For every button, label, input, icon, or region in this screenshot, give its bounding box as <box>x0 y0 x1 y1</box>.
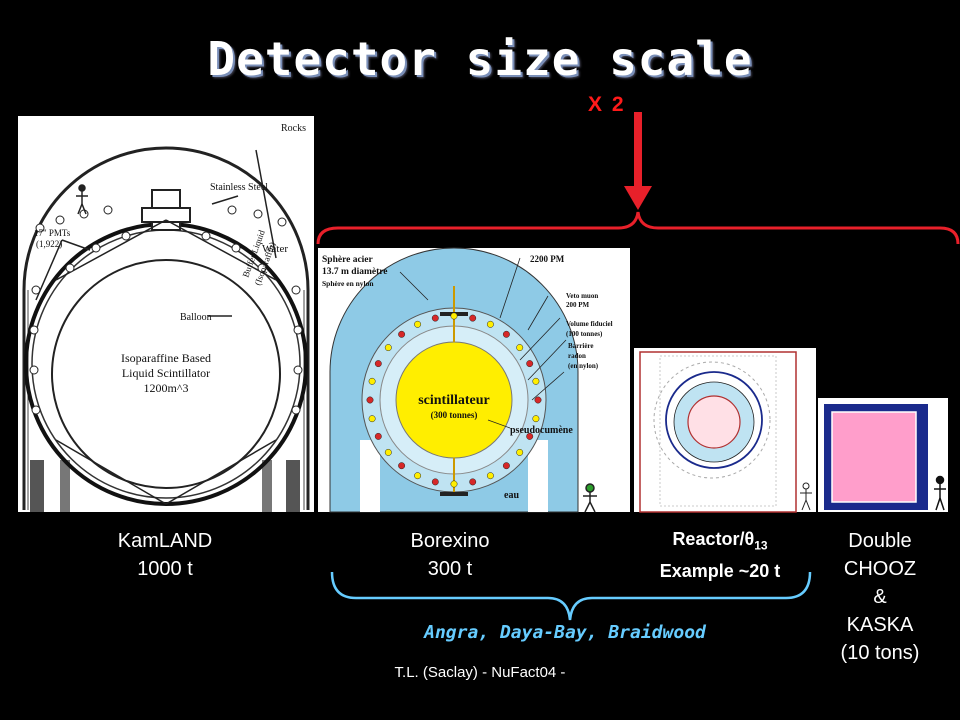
kamland-label-balloon: Balloon <box>180 312 212 323</box>
kamland-diagram: Rocks Stainless Steel 17" PMTs (1,922) W… <box>18 116 314 512</box>
borexino-pmt <box>502 462 510 470</box>
kamland-label-pmts-count: (1,922) <box>36 239 62 249</box>
borexino-pmt <box>366 396 374 404</box>
page-title: Detector size scale <box>207 32 753 86</box>
reactor-example: Example ~20 t <box>659 560 781 581</box>
reactor-person-figure <box>800 482 812 511</box>
borexino-pmt <box>374 432 382 440</box>
borexino-label-veto-pm: 200 PM <box>566 301 590 309</box>
borexino-pmt <box>368 377 376 385</box>
borexino-name: Borexino <box>410 530 490 552</box>
borexino-caption: Borexino 300 t <box>370 527 530 583</box>
borexino-pmt <box>414 320 422 328</box>
borexino-pmt <box>398 462 406 470</box>
double-chooz-caption: Double CHOOZ & KASKA (10 tons) <box>818 527 942 667</box>
borexino-label-veto: Veto muon <box>566 292 598 300</box>
borexino-pmt <box>532 415 540 423</box>
borexino-mass: 300 t <box>427 558 473 580</box>
borexino-pmt <box>450 480 458 488</box>
borexino-label-barrier: Barrière <box>568 342 594 350</box>
borexino-label-sphere: Sphère acier <box>322 255 374 265</box>
kamland-label-ls3: 1200m^3 <box>144 381 189 395</box>
borexino-pmt <box>502 330 510 338</box>
borexino-label-nylon: Sphère en nylon <box>322 279 374 288</box>
chooz-line-5: (10 tons) <box>840 642 920 664</box>
borexino-label-pm: 2200 PM <box>530 254 565 264</box>
kamland-label-steel: Stainless Steel <box>210 182 268 193</box>
borexino-pmt <box>532 377 540 385</box>
borexino-pmt <box>516 344 524 352</box>
borexino-pmt <box>469 314 477 322</box>
borexino-diagram: Sphère acier 13.7 m diamètre Sphère en n… <box>318 247 630 513</box>
borexino-pmt <box>414 472 422 480</box>
borexino-label-scintillator-mass: (300 tonnes) <box>431 410 478 420</box>
reactor-caption: Reactor/θ13 Example ~20 t <box>630 527 810 584</box>
borexino-pmt <box>534 396 542 404</box>
theta-symbol: θ <box>744 529 755 549</box>
kamland-name: KamLAND <box>117 530 213 552</box>
reactor-title: Reactor/θ13 <box>630 527 810 559</box>
borexino-pmt <box>516 448 524 456</box>
kamland-label-pmts: 17" PMTs <box>34 228 71 238</box>
scale-arrow <box>624 112 652 210</box>
borexino-label-pseudocumene: pseudocumène <box>510 425 573 436</box>
borexino-label-scintillator: scintillateur <box>418 393 490 408</box>
borexino-pmt <box>450 312 458 320</box>
borexino-pmt <box>469 478 477 486</box>
kamland-label-ls2: Liquid Scintillator <box>122 366 210 380</box>
chooz-line-4: KASKA <box>846 614 914 636</box>
kamland-mass: 1000 t <box>137 558 193 580</box>
borexino-pmt <box>384 344 392 352</box>
borexino-pmt <box>368 415 376 423</box>
borexino-label-diameter: 13.7 m diamètre <box>322 267 388 277</box>
chooz-line-1: Double <box>848 530 912 552</box>
borexino-person-figure <box>583 483 597 513</box>
experiments-label: Angra, Daya-Bay, Braidwood <box>424 622 706 643</box>
borexino-pmt <box>486 472 494 480</box>
chooz-line-2: CHOOZ <box>843 558 917 580</box>
borexino-label-radon: radon <box>568 352 586 360</box>
borexino-pmt <box>431 478 439 486</box>
kamland-label-water: Water <box>262 243 288 255</box>
blue-brace <box>330 571 812 621</box>
kamland-caption: KamLAND 1000 t <box>80 527 250 583</box>
kamland-label-ls1: Isoparaffine Based <box>121 351 211 365</box>
reactor-diagram <box>634 348 816 513</box>
borexino-pmt <box>431 314 439 322</box>
borexino-pmt <box>374 360 382 368</box>
chooz-person-figure <box>934 475 946 511</box>
borexino-label-water: eau <box>504 490 519 501</box>
borexino-pmt <box>398 330 406 338</box>
kamland-label-rocks: Rocks <box>281 123 306 134</box>
borexino-label-barrier-nylon: (en nylon) <box>568 362 599 370</box>
borexino-pmt <box>486 320 494 328</box>
borexino-pmt <box>526 360 534 368</box>
borexino-label-fiducial-mass: (100 tonnes) <box>566 330 603 338</box>
borexino-pmt <box>526 432 534 440</box>
red-brace <box>316 211 960 245</box>
borexino-label-fiducial: Volume fiduciel <box>566 320 613 328</box>
double-chooz-diagram <box>818 398 948 512</box>
scale-marker: X 2 <box>588 93 626 116</box>
reactor-prefix: Reactor/ <box>672 529 745 549</box>
borexino-pmt <box>384 448 392 456</box>
chooz-line-3: & <box>873 586 887 608</box>
theta-subscript: 13 <box>754 538 768 553</box>
footer: T.L. (Saclay) - NuFact04 - <box>394 664 566 681</box>
